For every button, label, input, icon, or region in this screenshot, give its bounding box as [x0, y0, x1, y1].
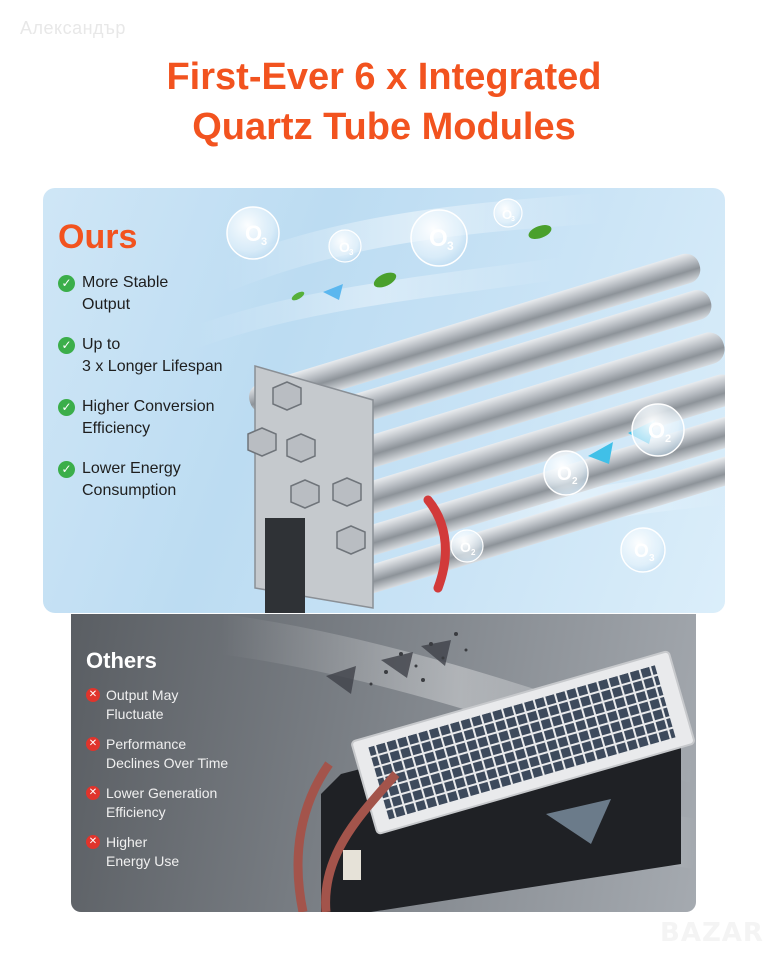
list-item: ✓ Lower Energy Consumption [58, 458, 223, 502]
watermark-text: Александър [20, 18, 126, 38]
cross-icon: ✕ [86, 786, 100, 800]
cross-icon: ✕ [86, 835, 100, 849]
list-item: ✕ Output May Fluctuate [86, 686, 228, 724]
headline: First-Ever 6 x Integrated Quartz Tube Mo… [0, 52, 768, 152]
list-item: ✕ Performance Declines Over Time [86, 735, 228, 773]
check-icon: ✓ [58, 275, 75, 292]
drawback-line: Lower Generation [106, 785, 218, 801]
cross-icon: ✕ [86, 688, 100, 702]
feature-line: More Stable [82, 274, 169, 291]
o3-bubble: O 3 [328, 229, 362, 263]
others-feature-list: ✕ Output May Fluctuate ✕ Performance Dec… [86, 686, 228, 882]
svg-text:O: O [339, 239, 350, 255]
feature-line: Output [82, 296, 131, 313]
check-icon: ✓ [58, 337, 75, 354]
list-item: ✕ Lower Generation Efficiency [86, 784, 228, 822]
o3-bubble: O 3 [226, 206, 280, 260]
drawback-line: Fluctuate [106, 706, 164, 722]
svg-text:2: 2 [572, 476, 578, 487]
svg-text:3: 3 [261, 236, 267, 248]
ours-panel: O 3 O 3 O 3 O 3 O 2 O 2 O [43, 188, 725, 613]
svg-text:3: 3 [511, 216, 515, 223]
svg-text:O: O [648, 418, 665, 443]
drawback-line: Efficiency [106, 804, 166, 820]
ours-feature-list: ✓ More Stable Output ✓ Up to 3 x Longer … [58, 272, 223, 520]
list-item: ✓ More Stable Output [58, 272, 223, 316]
others-panel: Others ✕ Output May Fluctuate ✕ Performa… [71, 614, 696, 912]
feature-line: 3 x Longer Lifespan [82, 358, 223, 375]
o3-bubble: O 3 [410, 209, 468, 267]
molecule-bubbles: O 3 O 3 O 3 O 3 O 2 O 2 O [226, 198, 685, 573]
drawback-line: Declines Over Time [106, 755, 229, 771]
svg-text:O: O [460, 539, 471, 555]
list-item: ✓ Up to 3 x Longer Lifespan [58, 334, 223, 378]
o2-bubble: O 2 [543, 450, 589, 496]
svg-text:2: 2 [665, 433, 671, 445]
svg-text:3: 3 [447, 239, 454, 253]
headline-line-1: First-Ever 6 x Integrated [166, 56, 602, 98]
svg-text:2: 2 [471, 548, 476, 557]
feature-line: Up to [82, 336, 121, 353]
check-icon: ✓ [58, 399, 75, 416]
list-item: ✕ Higher Energy Use [86, 833, 228, 871]
svg-text:O: O [429, 225, 448, 252]
cross-icon: ✕ [86, 737, 100, 751]
o2-bubble: O 2 [450, 529, 484, 563]
svg-text:3: 3 [349, 248, 354, 257]
drawback-line: Energy Use [106, 853, 180, 869]
others-title: Others [86, 648, 157, 673]
check-icon: ✓ [58, 461, 75, 478]
drawback-line: Higher [106, 834, 148, 850]
drawback-line: Performance [106, 736, 187, 752]
headline-line-2: Quartz Tube Modules [192, 106, 576, 148]
bazar-logo: BAZAR [660, 918, 764, 948]
svg-text:O: O [245, 221, 262, 246]
svg-text:3: 3 [649, 553, 655, 564]
o3-bubble: O 3 [493, 198, 523, 228]
svg-text:O: O [557, 464, 572, 485]
o3-bubble: O 3 [620, 527, 666, 573]
svg-text:O: O [634, 541, 649, 562]
drawback-line: Output May [106, 687, 179, 703]
feature-line: Consumption [82, 482, 177, 499]
ours-title: Ours [58, 218, 138, 256]
quartz-tube-illustration [189, 193, 725, 613]
o2-bubble: O 2 [631, 403, 685, 457]
svg-text:O: O [502, 207, 512, 222]
ceramic-plate-illustration [218, 614, 696, 912]
list-item: ✓ Higher Conversion Efficiency [58, 396, 223, 440]
feature-line: Higher Conversion [82, 398, 215, 415]
feature-line: Lower Energy [82, 460, 181, 477]
feature-line: Efficiency [82, 420, 151, 437]
